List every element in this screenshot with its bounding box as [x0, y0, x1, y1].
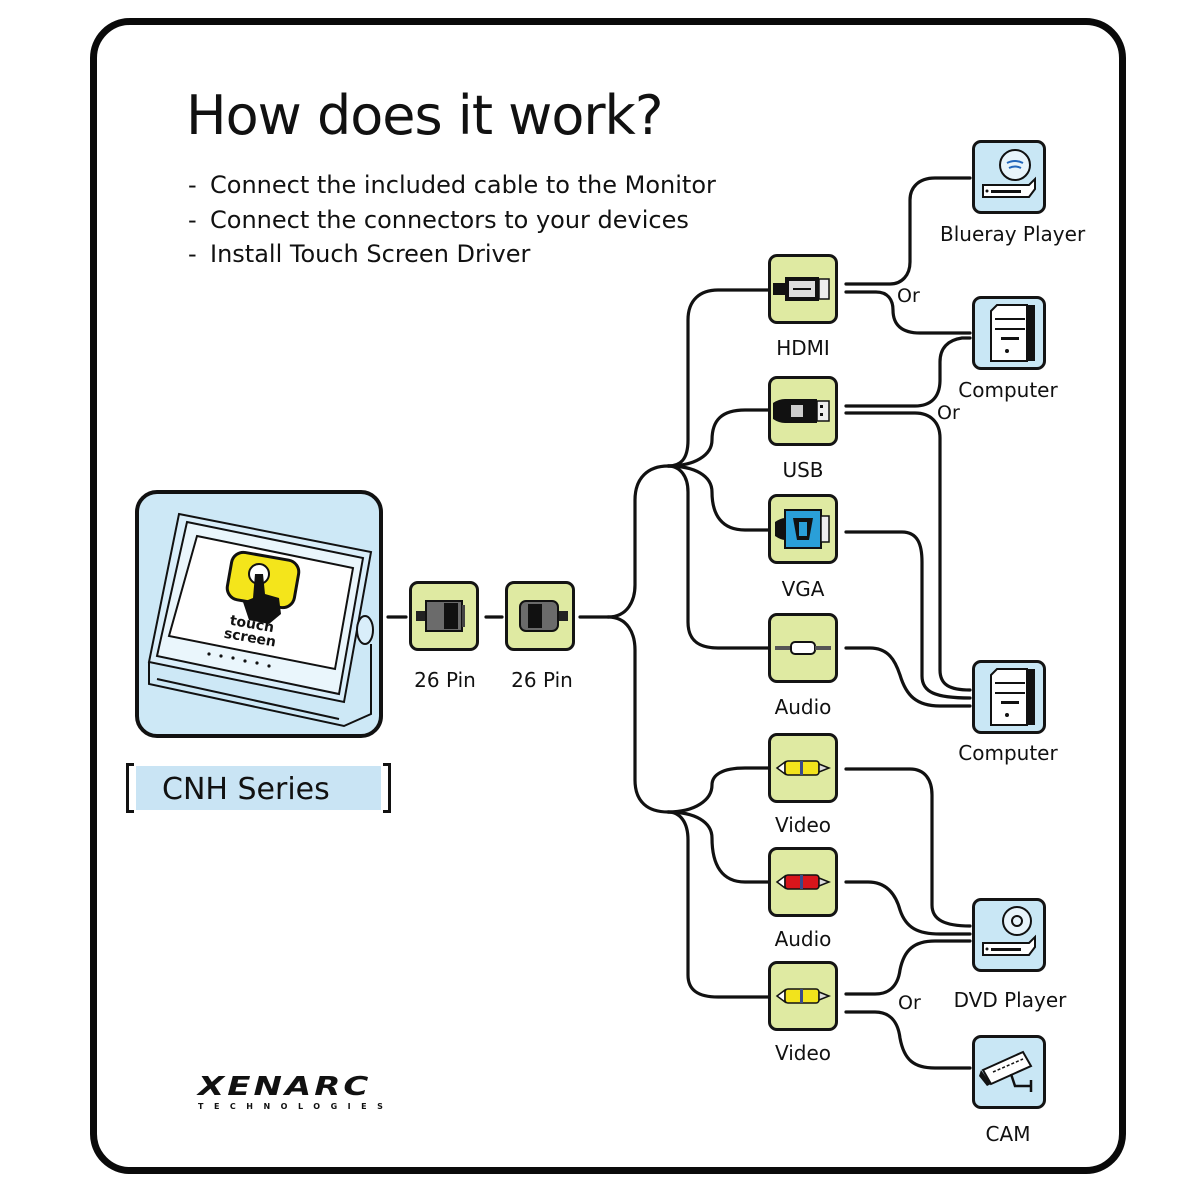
- wire-to-usb: [666, 408, 770, 468]
- connector-video-2: [768, 961, 838, 1031]
- or-label: Or: [897, 285, 920, 307]
- wire-to-audio-pc: [666, 464, 770, 650]
- device-blueray: [972, 140, 1046, 214]
- wire-to-audio-rca: [666, 810, 770, 884]
- touchscreen-monitor-icon: touch screen: [147, 512, 374, 728]
- connector-label: Video: [774, 1041, 832, 1065]
- device-label: CAM: [985, 1122, 1031, 1146]
- logo-sub: TECHNOLOGIES: [198, 1102, 394, 1111]
- device-computer-1: [972, 296, 1046, 370]
- 26-pin-female-connector-icon: [519, 600, 568, 632]
- page-title: How does it work?: [186, 84, 663, 147]
- connector-label: USB: [782, 458, 824, 482]
- wire-hdmi-to-blueray: [844, 176, 972, 286]
- wire-usb-to-computer-2: [844, 411, 972, 692]
- hdmi-connector-icon: [773, 277, 830, 301]
- 26-pin-male-connector-icon: [416, 600, 465, 632]
- series-label: CNH Series: [126, 763, 391, 815]
- wire-trunk-down: [606, 615, 670, 814]
- diagram-frame: [90, 18, 1126, 1174]
- connector-label: VGA: [781, 577, 825, 601]
- wire-video2-to-dvd: [844, 939, 972, 996]
- wire-trunk-up: [606, 464, 670, 619]
- wire-to-video-1: [666, 766, 770, 814]
- instruction-list: Connect the included cable to the Monito…: [188, 168, 716, 272]
- security-camera-icon: [979, 1050, 1033, 1092]
- logo-main: XENARC: [198, 1071, 372, 1102]
- dvd-player-icon: [982, 906, 1036, 956]
- connector-usb: [768, 376, 838, 446]
- audio-jack-icon: [775, 641, 831, 655]
- instruction-step: Connect the connectors to your devices: [188, 203, 716, 238]
- wire-to-vga: [666, 464, 770, 532]
- touch-text: touch: [229, 613, 276, 636]
- rca-yellow-icon: [775, 760, 832, 776]
- computer-tower-icon: [990, 668, 1035, 726]
- bluray-player-icon: [982, 149, 1036, 198]
- pin-connector-female: [505, 581, 575, 651]
- wire-hdmi-to-computer: [844, 290, 972, 335]
- connector-vga: [768, 494, 838, 564]
- instruction-step: Install Touch Screen Driver: [188, 237, 716, 272]
- device-dvd: [972, 898, 1046, 972]
- device-label: Blueray Player: [940, 222, 1086, 246]
- wire-video2-to-cam: [844, 1010, 972, 1070]
- connector-video-1: [768, 733, 838, 803]
- bracket-left: [126, 763, 134, 813]
- wire-audio-to-computer-2: [844, 646, 972, 708]
- connector-label: Audio: [774, 927, 832, 951]
- wire-audio-to-dvd: [844, 880, 972, 936]
- or-label: Or: [898, 992, 921, 1014]
- usb-connector-icon: [773, 399, 830, 423]
- device-cam: [972, 1035, 1046, 1109]
- wire-to-video-2: [666, 810, 770, 999]
- pin-connector-male: [409, 581, 479, 651]
- wire-usb-to-computer-1: [844, 336, 972, 408]
- pin-label: 26 Pin: [511, 668, 573, 692]
- series-name: CNH Series: [162, 772, 330, 807]
- or-label: Or: [937, 402, 960, 424]
- vga-connector-icon: [775, 509, 830, 549]
- connector-label: Audio: [774, 695, 832, 719]
- bracket-right: [383, 763, 391, 813]
- xenarc-logo: XENARC TECHNOLOGIES: [198, 1074, 393, 1111]
- computer-tower-icon: [990, 304, 1035, 362]
- connector-label: HDMI: [776, 336, 830, 360]
- wire-to-hdmi: [666, 288, 770, 468]
- instruction-step: Connect the included cable to the Monito…: [188, 168, 716, 203]
- device-label: Computer: [958, 741, 1058, 765]
- rca-red-icon: [775, 874, 832, 890]
- device-label: DVD Player: [953, 988, 1067, 1012]
- connector-audio-pc: [768, 613, 838, 683]
- connector-label: Video: [774, 813, 832, 837]
- device-label: Computer: [958, 378, 1058, 402]
- device-computer-2: [972, 660, 1046, 734]
- rca-yellow-icon: [775, 988, 832, 1004]
- connector-audio-rca: [768, 847, 838, 917]
- connector-hdmi: [768, 254, 838, 324]
- monitor-illustration: touch screen: [135, 490, 383, 738]
- pin-label: 26 Pin: [414, 668, 476, 692]
- wire-vga-to-computer-2: [844, 530, 972, 700]
- wire-video1-to-dvd: [844, 767, 972, 928]
